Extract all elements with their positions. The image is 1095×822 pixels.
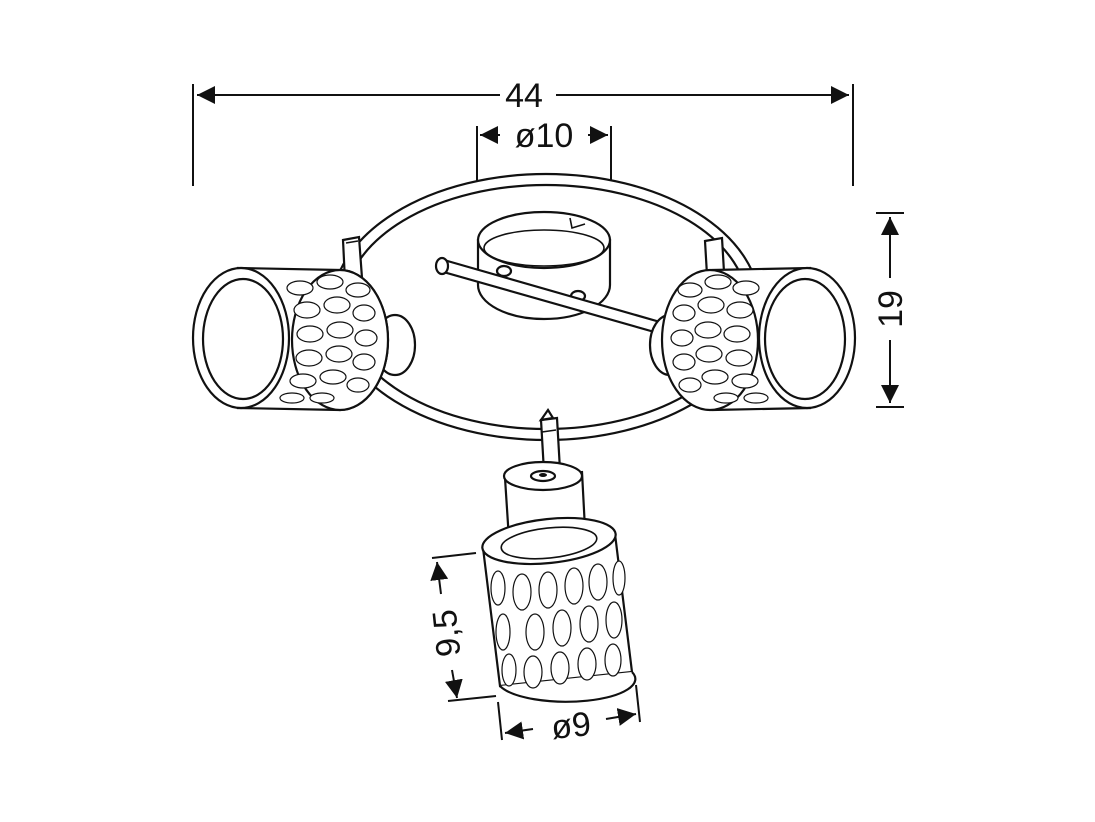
label-base-diameter: ø10 [515, 117, 574, 155]
label-total-width: 44 [505, 77, 543, 115]
right-spotlight [648, 236, 857, 412]
bottom-shade-pattern [490, 560, 626, 689]
dimension-shade-diameter: ø9 [497, 684, 641, 747]
label-height: 19 [872, 290, 910, 328]
label-shade-height: 9,5 [426, 608, 469, 659]
right-shade-pattern [670, 274, 769, 404]
left-spotlight [191, 235, 417, 412]
dimension-height: 19 [872, 212, 910, 408]
dimension-shade-height: 9,5 [426, 552, 497, 702]
dimension-base-diameter: ø10 [476, 117, 612, 226]
bottom-spotlight [481, 408, 637, 703]
left-shade-pattern [279, 274, 378, 404]
dimension-total-width: 44 [192, 77, 854, 186]
label-shade-diameter: ø9 [549, 705, 592, 747]
